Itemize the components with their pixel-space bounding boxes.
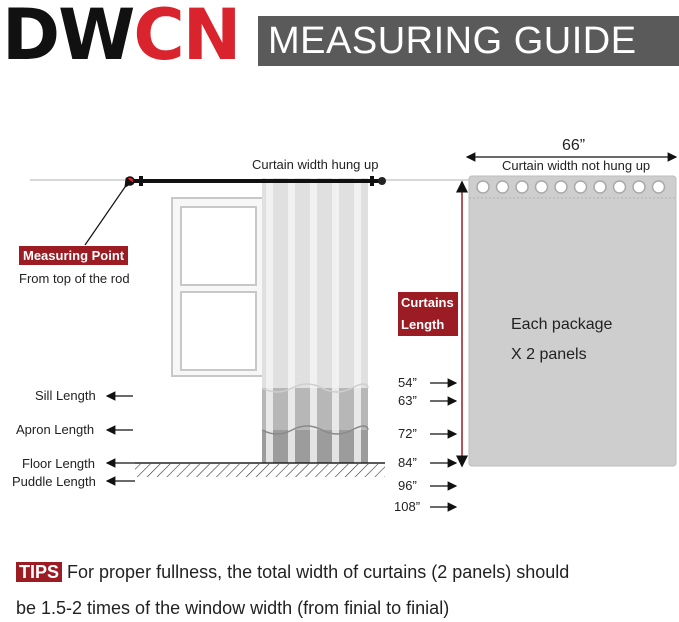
rod-width-label: Curtain width hung up [252,157,379,172]
logo-part-dw: DW [2,0,135,76]
curtains-length-badge: Curtains Length [398,292,458,336]
package-line1: Each package [511,316,613,333]
measuring-point-sub: From top of the rod [19,271,130,286]
hung-curtain [261,178,369,463]
floor-length-label: Floor Length [22,456,95,471]
rod-finial-right [378,177,386,185]
length-mark-84: 84” [398,455,417,470]
logo-part-cn: CN [133,0,241,76]
tips-line-2: be 1.5-2 times of the window width (from… [16,598,450,618]
length-mark-63: 63” [398,393,417,408]
length-mark-108: 108” [394,499,421,514]
width-value: 66” [562,137,586,154]
measuring-point-arrow [84,177,134,246]
apron-length-label: Apron Length [16,422,95,437]
length-mark-72: 72” [398,426,417,441]
window-frame [171,197,267,377]
curtains-length-line2: Length [401,317,445,332]
tips-text-1: For proper fullness, the total width of … [67,562,570,582]
width-label: Curtain width not hung up [502,158,651,173]
length-mark-54: 54” [398,375,417,390]
sill-length-label: Sill Length [35,388,96,403]
page-title: MEASURING GUIDE [258,16,679,66]
package-line2: X 2 panels [511,346,587,363]
puddle-length-label: Puddle Length [12,474,96,489]
grommet-row [476,180,666,194]
curtains-length-line1: Curtains [401,295,454,310]
tips-badge: TIPS [16,562,63,582]
length-mark-96: 96” [398,478,417,493]
tips-line-1: TIPS For proper fullness, the total widt… [16,562,569,583]
rod-finial-left [125,176,135,186]
floor [135,462,385,477]
brand-logo: DWCN [2,0,252,70]
measuring-point-badge: Measuring Point [19,246,129,265]
flat-curtain-panel [468,175,677,467]
logo-text: DWCN [2,0,241,76]
